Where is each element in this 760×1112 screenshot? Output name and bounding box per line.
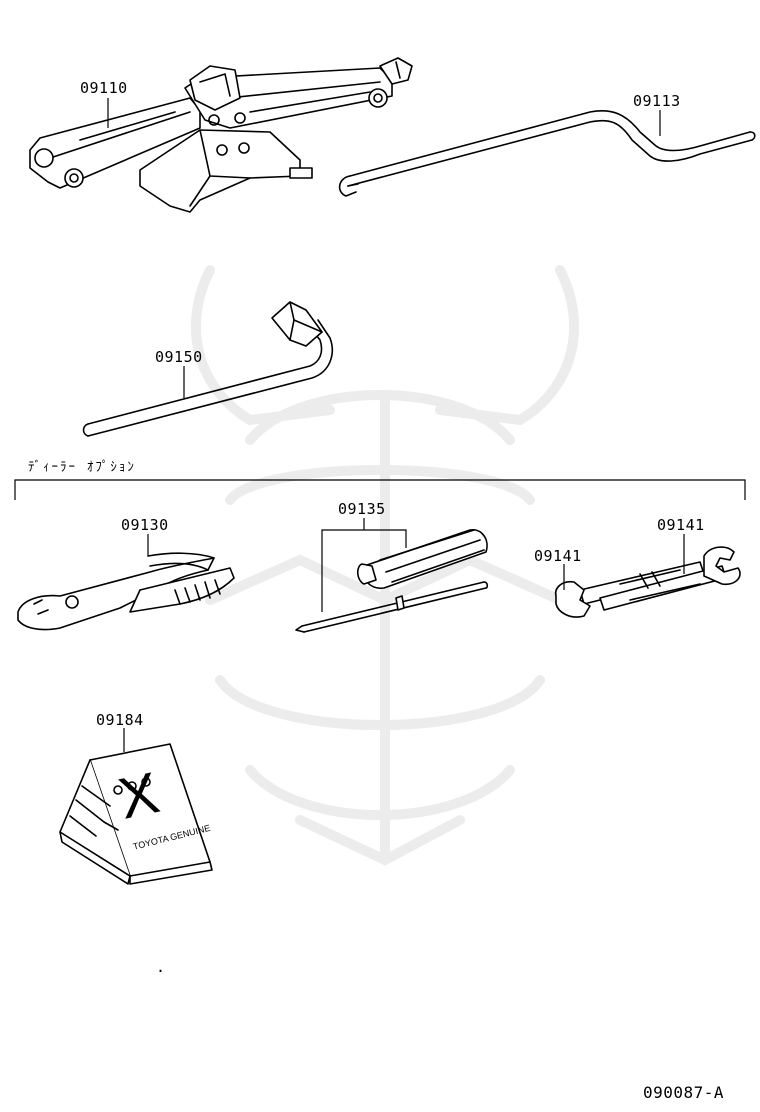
screwdriver	[295, 529, 489, 633]
stray-mark: .	[156, 958, 166, 976]
open-end-wrenches	[554, 546, 741, 618]
dealer-option-bracket	[14, 479, 746, 500]
leader-lines	[107, 98, 685, 752]
group-label-dealer-option: ﾃﾞｨｰﾗｰ ｵﾌﾟｼｮﾝ	[28, 460, 136, 475]
part-number-jack: 09110	[80, 79, 128, 97]
part-number-pliers: 09130	[121, 516, 169, 534]
part-number-wrench-left: 09141	[534, 547, 582, 565]
part-number-wrench-right: 09141	[657, 516, 705, 534]
part-number-wheel-chock: 09184	[96, 711, 144, 729]
wheel-chock	[59, 743, 213, 885]
diagram-code: 090087-A	[643, 1083, 725, 1102]
wheel-nut-wrench	[82, 301, 334, 437]
jack-handle	[338, 110, 756, 197]
scissor-jack	[29, 57, 413, 213]
part-number-wheel-wrench: 09150	[155, 348, 203, 366]
pliers	[17, 552, 235, 631]
part-number-screwdriver: 09135	[338, 500, 386, 518]
part-number-jack-handle: 09113	[633, 92, 681, 110]
